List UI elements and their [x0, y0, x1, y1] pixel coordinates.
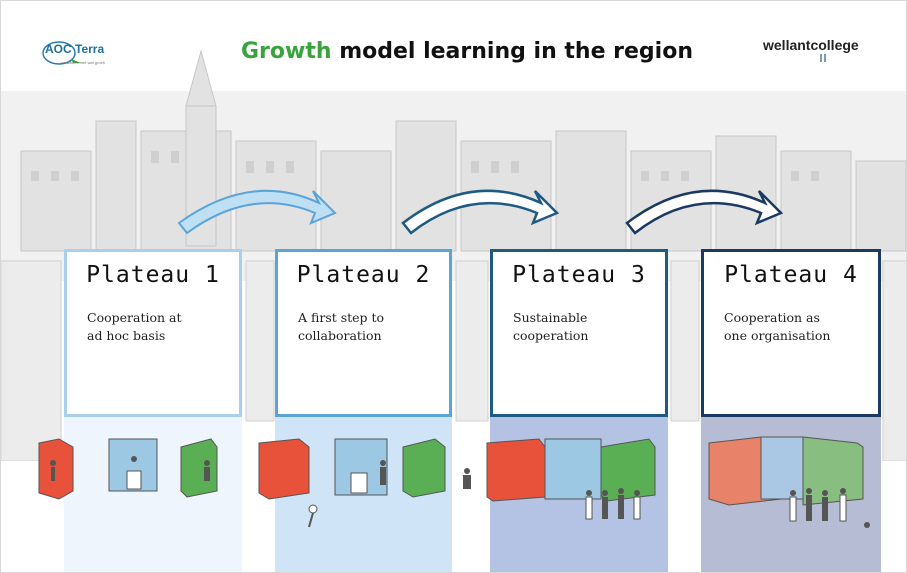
plateau-2-description: A first step to collaboration — [298, 309, 448, 345]
plateau-4-description-line-1: Cooperation as — [724, 310, 820, 325]
plateau-2-card: Plateau 2 A first step to collaboration — [275, 249, 452, 417]
plateau-2-cubes — [258, 438, 471, 528]
plateau-4-description: Cooperation as one organisation — [724, 309, 874, 345]
plateau-4-card: Plateau 4 Cooperation as one organisatio… — [701, 249, 881, 417]
aoc-terra-logo-mark — [42, 41, 81, 65]
plateau-1-title: Plateau 1 — [86, 262, 220, 288]
plateau-1-description-line-2: ad hoc basis — [87, 328, 166, 343]
plateau-2-description-line-1: A first step to — [298, 310, 385, 325]
plateau-1-cubes — [38, 438, 218, 500]
plateau-4-description-line-2: one organisation — [724, 328, 831, 343]
plateau-1-card: Plateau 1 Cooperation at ad hoc basis — [64, 249, 242, 417]
plateau-2-title: Plateau 2 — [296, 262, 431, 288]
aoc-terra-tagline: ontwikkelt met wat groeit — [61, 60, 105, 65]
plateau-3-cubes — [486, 438, 656, 520]
plateau-3-description: Sustainable cooperation — [513, 309, 663, 345]
title-accent-word: Growth — [241, 39, 332, 64]
wellantcollege-logo-mark — [820, 54, 822, 62]
arrow-2-to-3 — [401, 189, 560, 235]
plateau-1-description-line-1: Cooperation at — [87, 310, 182, 325]
plateau-3-card: Plateau 3 Sustainable cooperation — [490, 249, 668, 417]
plateau-4-title: Plateau 4 — [724, 262, 858, 288]
aoc-terra-logo-text: AOC Terra — [45, 42, 105, 56]
arrow-3-to-4 — [625, 189, 784, 235]
plateau-3-description-line-2: cooperation — [513, 328, 589, 343]
aoc-terra-logo: AOC Terra ontwikkelt met wat groeit — [41, 39, 121, 73]
plateau-2-description-line-2: collaboration — [298, 328, 382, 343]
wellantcollege-logo: wellantcollege — [763, 37, 859, 53]
plateau-3-description-line-1: Sustainable — [513, 310, 588, 325]
progression-arrows — [177, 189, 784, 235]
plateau-1-description: Cooperation at ad hoc basis — [87, 309, 237, 345]
diagram-title: Growth model learning in the region — [241, 39, 693, 64]
plateau-3-title: Plateau 3 — [512, 262, 646, 288]
arrow-1-to-2 — [177, 189, 337, 235]
title-rest: model learning in the region — [331, 39, 693, 64]
plateau-4-cubes — [708, 436, 870, 528]
